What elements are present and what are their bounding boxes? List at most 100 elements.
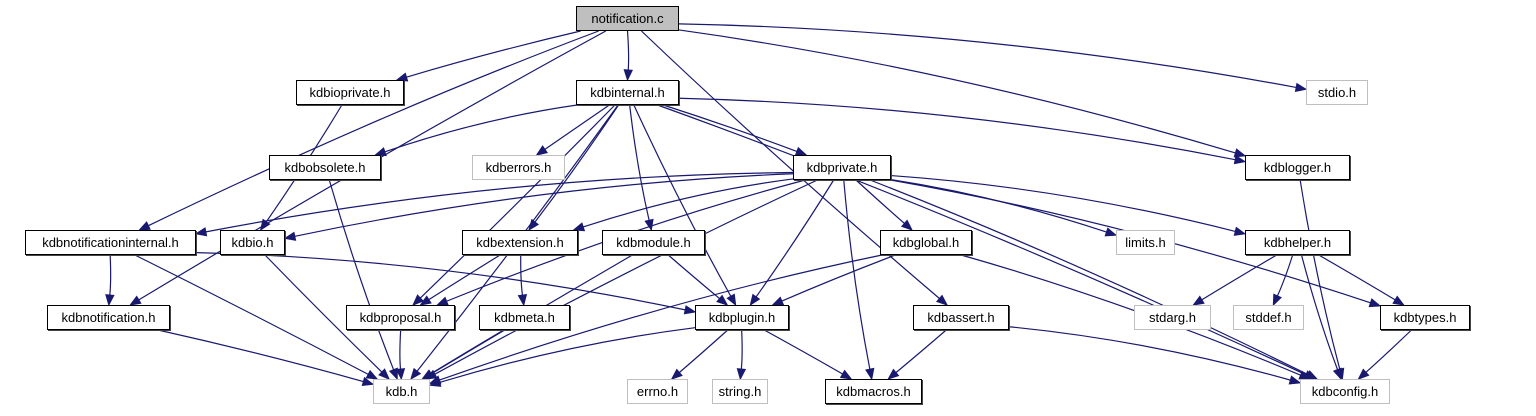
arrowhead-icon xyxy=(436,296,449,306)
node-kdbmeta-h[interactable]: kdbmeta.h xyxy=(479,305,570,330)
edge-notification-c-to-kdbnotification-h xyxy=(138,30,607,301)
node-string-h[interactable]: string.h xyxy=(712,379,768,404)
node-label: kdbmacros.h xyxy=(836,384,911,399)
node-label: kdbnotification.h xyxy=(61,310,156,325)
node-kdbprivate-h[interactable]: kdbprivate.h xyxy=(793,155,891,180)
node-stddef-h[interactable]: stddef.h xyxy=(1233,305,1304,330)
arrowhead-icon xyxy=(1332,367,1342,381)
edge-kdbinternal-h-to-kdberrors-h xyxy=(544,104,610,150)
arrowhead-icon xyxy=(1298,370,1312,380)
edge-kdbplugin-h-to-string-h xyxy=(740,329,743,370)
node-label: kdbplugin.h xyxy=(708,310,776,325)
node-label: kdbhelper.h xyxy=(1263,235,1332,250)
edge-notification-c-to-kdbnotificationinternal-h xyxy=(148,30,599,227)
node-limits-h[interactable]: limits.h xyxy=(1116,230,1175,255)
edge-kdbtypes-h-to-kdbconfig-h xyxy=(1365,329,1412,373)
arrowhead-icon xyxy=(395,368,406,381)
edge-kdbprivate-h-to-kdbplugin-h xyxy=(755,179,835,298)
edge-kdbobsolete-h-to-kdb-h xyxy=(328,179,395,370)
arrowhead-icon xyxy=(365,369,379,380)
edge-kdbinternal-h-to-kdbconfig-h xyxy=(657,104,1307,376)
node-kdbglobal-h[interactable]: kdbglobal.h xyxy=(880,230,972,255)
arrowhead-icon xyxy=(535,145,549,156)
node-kdbextension-h[interactable]: kdbextension.h xyxy=(462,230,578,255)
node-kdb-h[interactable]: kdb.h xyxy=(373,379,430,404)
node-kdbmacros-h[interactable]: kdbmacros.h xyxy=(825,379,922,404)
edge-kdbextension-h-to-kdbmeta-h xyxy=(520,254,524,296)
arrowhead-icon xyxy=(865,367,875,381)
arrowhead-icon xyxy=(1294,82,1308,93)
node-kdblogger-h[interactable]: kdblogger.h xyxy=(1245,155,1350,180)
node-kdbnotification-h[interactable]: kdbnotification.h xyxy=(47,305,170,330)
edge-kdbinternal-h-to-kdbobsolete-h xyxy=(384,104,578,153)
arrowhead-icon xyxy=(421,369,434,380)
edge-kdbnotificationinternal-h-to-kdb-h xyxy=(134,254,369,375)
arrowhead-icon xyxy=(1305,370,1319,380)
edge-kdbhelper-h-to-kdbtypes-h xyxy=(1318,254,1396,301)
node-label: kdbobsolete.h xyxy=(284,160,366,175)
node-kdbproposal-h[interactable]: kdbproposal.h xyxy=(346,305,455,330)
edge-kdbprivate-h-to-kdbextension-h xyxy=(582,178,794,228)
edge-kdbmeta-h-to-kdb-h xyxy=(430,329,505,375)
node-kdbioprivate-h[interactable]: kdbioprivate.h xyxy=(296,80,404,105)
node-kdbconfig-h[interactable]: kdbconfig.h xyxy=(1300,379,1390,404)
edge-kdbassert-h-to-kdbconfig-h xyxy=(1008,326,1291,381)
node-label: kdbproposal.h xyxy=(359,310,442,325)
edge-kdbprivate-h-to-limits-h xyxy=(890,179,1107,233)
edge-kdbinternal-h-to-kdbplugin-h xyxy=(633,104,732,297)
arrowhead-icon xyxy=(670,368,683,380)
arrowhead-icon xyxy=(419,295,432,306)
arrowhead-icon xyxy=(839,369,853,380)
edge-notification-c-to-kdblogger-h xyxy=(678,29,1236,154)
node-kdbobsolete-h[interactable]: kdbobsolete.h xyxy=(269,155,381,180)
node-kdbplugin-h[interactable]: kdbplugin.h xyxy=(695,305,789,330)
arrowhead-icon xyxy=(194,227,208,237)
arrowhead-icon xyxy=(259,218,271,232)
node-label: stddef.h xyxy=(1245,310,1292,325)
edge-kdbplugin-h-to-kdbmacros-h xyxy=(763,329,843,375)
node-kdberrors-h[interactable]: kdberrors.h xyxy=(472,155,565,180)
node-errno-h[interactable]: errno.h xyxy=(627,379,688,404)
arrowhead-icon xyxy=(410,367,422,381)
arrowhead-icon xyxy=(1392,295,1405,306)
node-kdbmodule-h[interactable]: kdbmodule.h xyxy=(602,230,705,255)
edge-kdbglobal-h-to-kdbconfig-h xyxy=(960,254,1301,376)
edge-notification-c-to-kdbassert-h xyxy=(641,30,940,299)
edge-notification-c-to-kdbioprivate-h xyxy=(406,30,581,78)
node-stdio-h[interactable]: stdio.h xyxy=(1306,80,1368,105)
arrowhead-icon xyxy=(736,368,747,381)
node-kdbtypes-h[interactable]: kdbtypes.h xyxy=(1380,305,1470,330)
arrowhead-icon xyxy=(1233,148,1247,158)
node-kdbnotificationinternal-h[interactable]: kdbnotificationinternal.h xyxy=(25,230,196,255)
node-kdbassert-h[interactable]: kdbassert.h xyxy=(913,305,1009,330)
node-label: kdbio.h xyxy=(231,235,274,250)
edge-kdbhelper-h-to-stdarg-h xyxy=(1201,254,1277,301)
arrowhead-icon xyxy=(361,376,375,387)
arrowhead-icon xyxy=(900,219,914,231)
node-label: stdio.h xyxy=(1317,85,1357,100)
edge-kdbplugin-h-to-errno-h xyxy=(678,329,729,373)
edge-kdbprivate-h-to-kdbconfig-h xyxy=(869,179,1309,376)
arrowhead-icon xyxy=(716,294,729,306)
edge-kdbnotificationinternal-h-to-kdbnotification-h xyxy=(109,254,112,296)
edge-kdbinternal-h-to-kdblogger-h xyxy=(678,97,1236,161)
node-kdbinternal-h[interactable]: kdbinternal.h xyxy=(576,80,679,105)
arrowhead-icon xyxy=(749,293,761,307)
node-kdbio-h[interactable]: kdbio.h xyxy=(220,230,285,255)
node-label: kdbglobal.h xyxy=(892,235,960,250)
edge-kdbglobal-h-to-kdb-h xyxy=(439,254,883,381)
edge-kdbio-h-to-kdb-h xyxy=(264,254,383,373)
node-kdbhelper-h[interactable]: kdbhelper.h xyxy=(1245,230,1350,255)
node-label: notification.c xyxy=(591,11,664,26)
node-label: kdberrors.h xyxy=(485,160,552,175)
arrowhead-icon xyxy=(726,293,737,307)
node-label: errno.h xyxy=(636,384,679,399)
node-stdarg-h[interactable]: stdarg.h xyxy=(1134,305,1211,330)
edge-kdbhelper-h-to-stddef-h xyxy=(1276,254,1294,297)
arrowhead-icon xyxy=(1233,226,1247,236)
arrowhead-icon xyxy=(105,294,115,307)
node-label: kdbtypes.h xyxy=(1393,310,1457,325)
arrowhead-icon xyxy=(1192,295,1205,306)
node-label: kdbextension.h xyxy=(476,235,564,250)
